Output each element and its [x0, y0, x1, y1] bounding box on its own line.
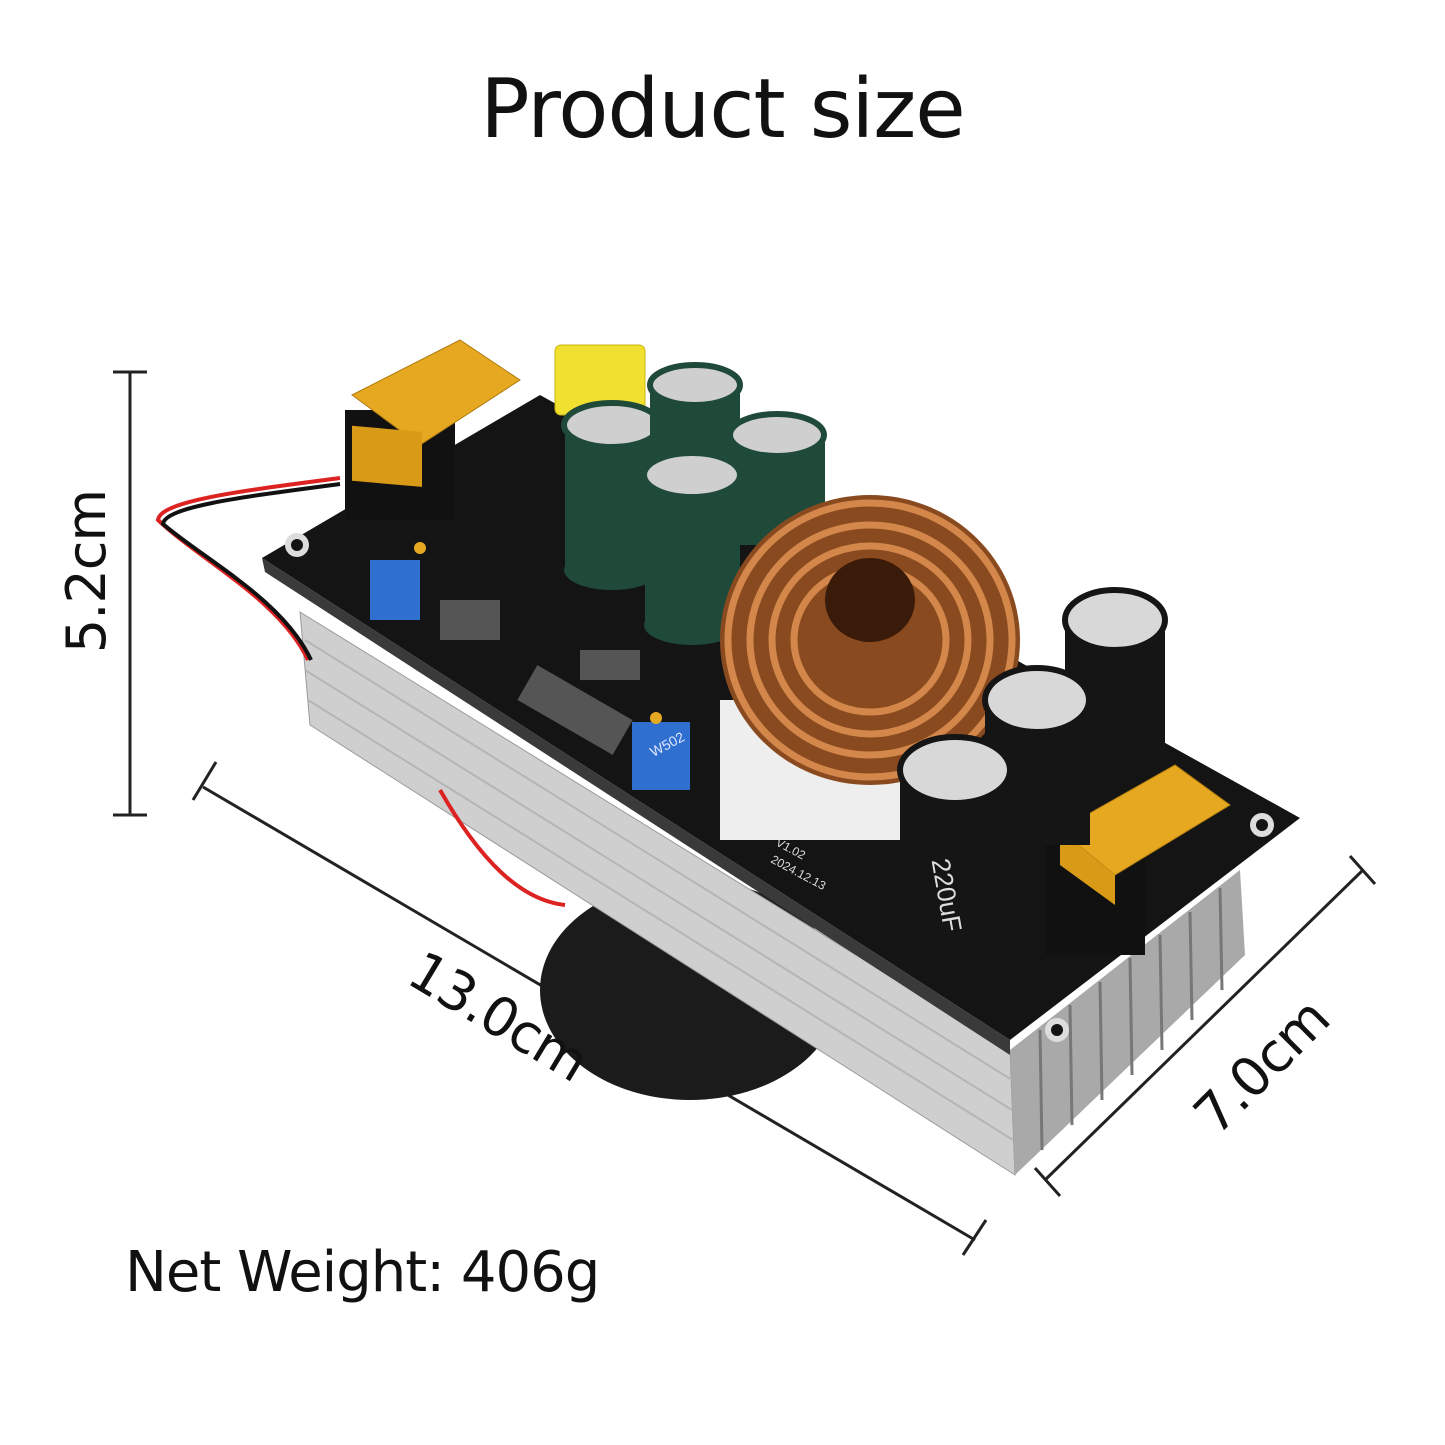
- fuse-input: [345, 339, 521, 520]
- net-weight: Net Weight: 406g: [125, 1240, 600, 1305]
- output-capacitors: 220uF: [897, 587, 1168, 970]
- toroid-inductor: [720, 495, 1020, 840]
- input-capacitors: [561, 362, 827, 645]
- trimmer-potentiometers: W502: [370, 542, 690, 790]
- heatsink: [299, 611, 1245, 1176]
- dimension-line-height: [113, 370, 147, 817]
- fuse-output: [1045, 764, 1231, 955]
- dimension-line-width: [1033, 855, 1377, 1197]
- page-title: Product size: [480, 62, 965, 157]
- height-label: 5.2cm: [55, 489, 119, 654]
- fan-wires: [155, 476, 566, 907]
